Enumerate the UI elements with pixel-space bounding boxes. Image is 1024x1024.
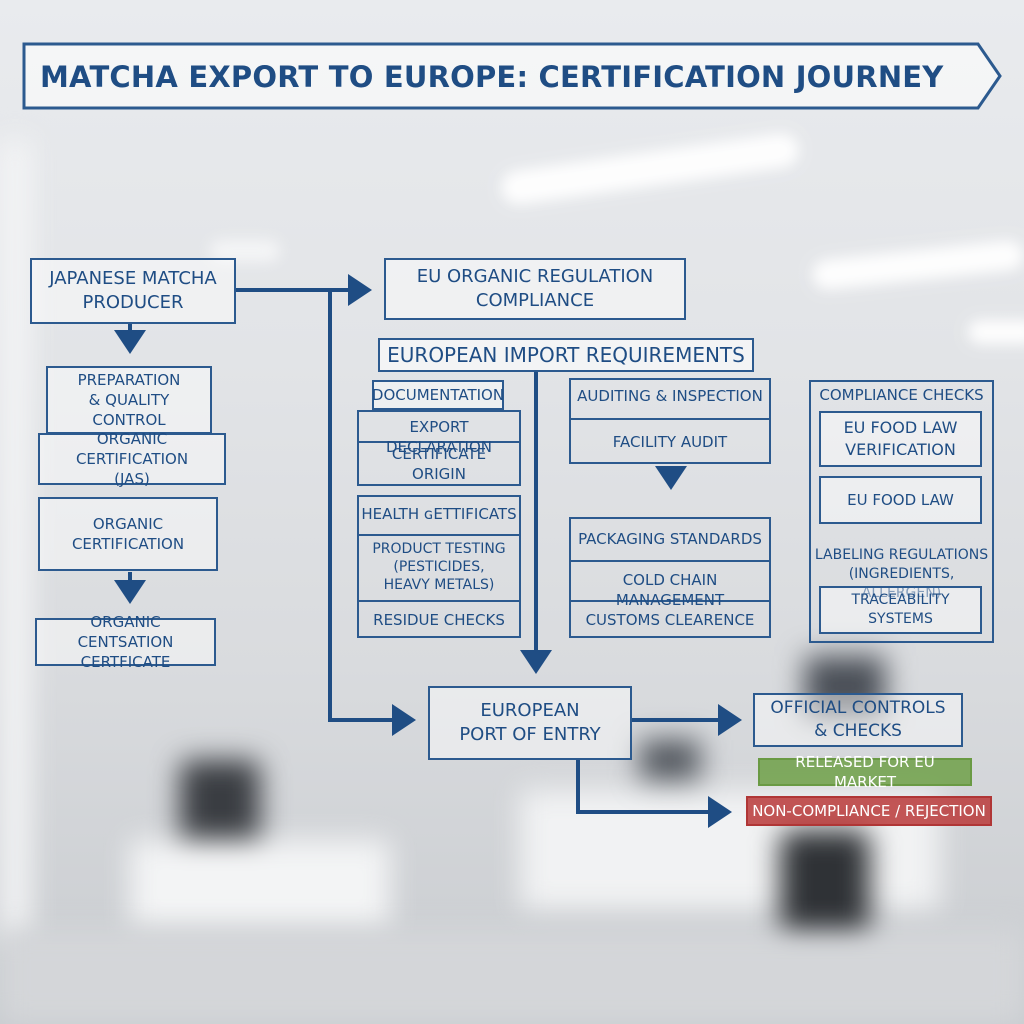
node-preparation-quality-control: PREPARATION & QUALITY CONTROL bbox=[46, 366, 212, 434]
node-eu-food-law: EU FOOD LAW bbox=[819, 476, 982, 524]
title-banner: MATCHA EXPORT TO EUROPE: CERTIFICATION J… bbox=[22, 42, 1002, 110]
node-eu-organic-regulation-compliance: EU ORGANIC REGULATION COMPLIANCE bbox=[384, 258, 686, 320]
node-product-testing: PRODUCT TESTING (PESTICIDES, HEAVY METAL… bbox=[372, 541, 506, 594]
node-auditing-inspection: AUDITING & INSPECTION bbox=[577, 387, 763, 405]
node-organic-certification: ORGANIC CERTIFICATION bbox=[38, 497, 218, 571]
title-banner-frame bbox=[22, 42, 1002, 110]
logistics-divider bbox=[569, 600, 771, 602]
logistics-divider bbox=[569, 560, 771, 562]
status-released-for-eu-market: RELEASED FOR EU MARKET bbox=[758, 753, 972, 791]
node-compliance-checks: COMPLIANCE CHECKS bbox=[819, 386, 984, 404]
node-official-controls-checks: OFFICIAL CONTROLS & CHECKS bbox=[753, 693, 963, 747]
auditing-divider bbox=[569, 418, 771, 420]
testing-divider bbox=[357, 600, 521, 602]
status-non-compliance-rejection: NON-COMPLIANCE / REJECTION bbox=[746, 796, 992, 826]
node-european-port-of-entry: EUROPEAN PORT OF ENTRY bbox=[428, 686, 632, 760]
logistics-group bbox=[569, 517, 771, 638]
documentation-divider bbox=[357, 441, 521, 443]
arrow-branch-to-port bbox=[328, 290, 416, 736]
node-health-certificates: HEALTH ɢETTIFICATS bbox=[361, 505, 517, 523]
node-organic-certification-jas: ORGANIC CERTIFICATION (JAS) bbox=[38, 430, 226, 488]
node-documentation: DOCUMENTATION bbox=[372, 380, 504, 410]
node-facility-audit: FACILITY AUDIT bbox=[612, 433, 728, 451]
node-export-declaration: EXPORT DECLARATION bbox=[386, 418, 492, 457]
arrow-port-to-rejection bbox=[576, 758, 732, 828]
node-residue-checks: RESIDUE CHECKS bbox=[373, 611, 505, 629]
page-title: MATCHA EXPORT TO EUROPE: CERTIFICATION J… bbox=[40, 60, 944, 94]
compliance-checks-group bbox=[809, 380, 994, 643]
node-organic-certification-certificate: ORGANIC CENTSATION CERTFICATE bbox=[35, 613, 216, 671]
node-traceability-systems: TRACEABILITY SYSTEMS bbox=[819, 586, 982, 634]
node-european-import-requirements: EUROPEAN IMPORT REQUIREMENTS bbox=[378, 338, 754, 372]
node-customs-clearance: CUSTOMS CLEARENCE bbox=[585, 611, 755, 629]
node-cold-chain-management: COLD CHAIN MANAGEMENT bbox=[615, 571, 725, 610]
node-japanese-matcha-producer: JAPANESE MATCHA PRODUCER bbox=[30, 258, 236, 324]
node-eu-food-law-verification: EU FOOD LAW VERIFICATION bbox=[819, 411, 982, 467]
node-packaging-standards: PACKAGING STANDARDS bbox=[578, 530, 762, 548]
testing-group bbox=[357, 495, 521, 638]
node-certificate-origin: CERTIFICATE ORIGIN bbox=[391, 445, 487, 484]
node-labeling-regulations: LABELING REGULATIONS (INGREDIENTS, ALLER… bbox=[814, 547, 989, 601]
auditing-group bbox=[569, 378, 771, 464]
documentation-group bbox=[357, 410, 521, 486]
testing-divider bbox=[357, 534, 521, 536]
